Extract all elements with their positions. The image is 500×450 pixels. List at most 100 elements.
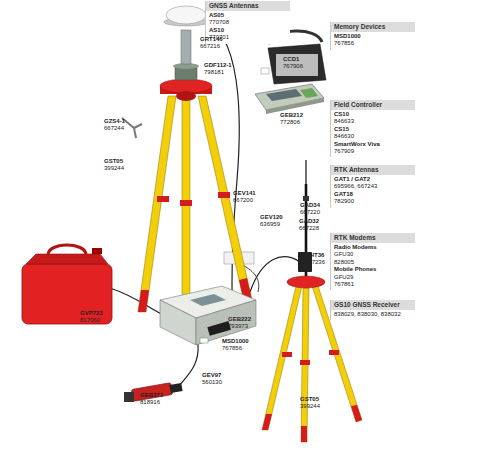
part-name: GVP723 xyxy=(80,310,103,317)
antenna-carrier xyxy=(181,30,191,64)
tripod-leg xyxy=(182,100,190,322)
tripod-foot xyxy=(262,414,272,430)
part-entry: GAT1 / GAT2 xyxy=(334,176,412,183)
part-entry: 846630 xyxy=(334,133,412,140)
part-name: CCD1 xyxy=(283,56,299,63)
battery-cap xyxy=(92,248,102,254)
part-number: 818916 xyxy=(140,399,160,406)
part-entry: 846633 xyxy=(334,118,412,125)
receiver-battery xyxy=(207,321,231,336)
tripod-leg xyxy=(301,288,309,442)
part-number: 560130 xyxy=(202,379,222,386)
part-name: GST05 xyxy=(104,158,123,165)
box-heading: GNSS Antennas xyxy=(206,1,290,11)
battery-box xyxy=(22,264,112,324)
part-entry: CS10 xyxy=(334,111,412,118)
part-number: 636959 xyxy=(260,221,280,228)
tripod-leg xyxy=(138,96,176,312)
part-name: GEB371 xyxy=(140,392,163,399)
controller-screen xyxy=(266,89,302,101)
box-heading: Memory Devices xyxy=(331,22,415,32)
tripod-foot xyxy=(301,426,307,442)
part-entry: 828005 xyxy=(334,259,412,266)
antenna-adapter xyxy=(303,196,309,201)
part-name: GAD34 xyxy=(300,202,320,209)
part-number: 667236 xyxy=(305,259,325,266)
part-number: 772806 xyxy=(280,119,300,126)
part-name: GZS4-1 xyxy=(104,118,125,125)
tripod-head xyxy=(287,276,325,288)
memory-card xyxy=(261,68,269,74)
charger-plug xyxy=(169,383,182,393)
battery-charger xyxy=(131,383,172,402)
tripod-leg xyxy=(262,286,302,430)
box-heading: GS10 GNSS Receiver xyxy=(331,300,415,310)
bag-window xyxy=(276,54,318,76)
part-name: GHT36 xyxy=(305,252,324,259)
box-heading: Field Controller xyxy=(331,100,415,110)
tripod-foot xyxy=(351,405,362,422)
box-body: Radio ModemsGFU30828005Mobile PhonesGFU2… xyxy=(331,243,415,290)
tripod-clamp xyxy=(180,200,192,206)
part-number: 399244 xyxy=(104,165,124,172)
part-name: GDF112-1 xyxy=(204,62,232,69)
part-list-box: GS10 GNSS Receiver838029, 838030, 838032 xyxy=(330,300,415,320)
part-number: 817060 xyxy=(80,317,100,324)
part-name: GST05 xyxy=(300,396,319,403)
part-name: GEB212 xyxy=(280,112,303,119)
part-number: 667220 xyxy=(300,209,320,216)
part-entry: AS05 xyxy=(209,12,287,19)
part-list-box: Memory DevicesMSD1000767856 xyxy=(330,22,415,50)
part-list-box: Field ControllerCS10846633CS15846630Smar… xyxy=(330,100,415,157)
box-heading: RTK Antennas xyxy=(331,165,415,175)
part-entry: 767856 xyxy=(334,40,412,47)
tripod-clamp xyxy=(329,350,339,355)
part-name: GEV120 xyxy=(260,214,283,221)
part-number: 798181 xyxy=(204,69,224,76)
part-number: 793973 xyxy=(228,323,248,330)
part-entry: GAT18 xyxy=(334,191,412,198)
tripod-head xyxy=(176,91,196,101)
controller-keypad xyxy=(300,88,318,98)
part-number: 667228 xyxy=(299,225,319,232)
tripod-clamp xyxy=(300,360,310,365)
battery-box xyxy=(26,254,108,264)
part-entry: 838029, 838030, 838032 xyxy=(334,311,412,318)
radio-cable xyxy=(250,257,300,292)
part-number: 667244 xyxy=(104,125,124,132)
part-name: GEB222 xyxy=(228,316,251,323)
part-entry: 767861 xyxy=(334,281,412,288)
part-name: MSD1000 xyxy=(222,338,249,345)
part-entry: CS15 xyxy=(334,126,412,133)
tripod-head xyxy=(160,79,212,93)
part-entry: 695966, 667243 xyxy=(334,183,412,190)
part-number: 767906 xyxy=(283,63,303,70)
part-name: GAD32 xyxy=(299,218,319,225)
box-heading: RTK Modems xyxy=(331,233,415,243)
rtk-whip-antenna xyxy=(305,160,306,184)
part-entry: GFU30 xyxy=(334,251,412,258)
box-body: MSD1000767856 xyxy=(331,32,415,50)
box-body: 838029, 838030, 838032 xyxy=(331,310,415,320)
box-body: GAT1 / GAT2695966, 667243GAT18782900 xyxy=(331,175,415,208)
part-entry: GFU29 xyxy=(334,274,412,281)
tripod-clamp xyxy=(157,196,169,202)
receiver-panel xyxy=(190,294,226,306)
battery-handle xyxy=(48,245,86,254)
part-name: GEV141 xyxy=(233,190,256,197)
gnss-receiver xyxy=(160,300,196,345)
part-entry: Radio Modems xyxy=(334,244,412,251)
part-entry: 770708 xyxy=(209,19,287,26)
part-number: 767856 xyxy=(222,345,242,352)
part-entry: Mobile Phones xyxy=(334,266,412,273)
part-entry: 767909 xyxy=(334,148,412,155)
part-number: 667200 xyxy=(233,197,253,204)
memory-bag xyxy=(268,44,326,84)
tripod-clamp xyxy=(218,192,230,198)
charger-cable xyxy=(176,344,198,390)
part-entry: MSD1000 xyxy=(334,33,412,40)
memory-card xyxy=(200,338,208,343)
gnss-antenna xyxy=(166,6,206,24)
